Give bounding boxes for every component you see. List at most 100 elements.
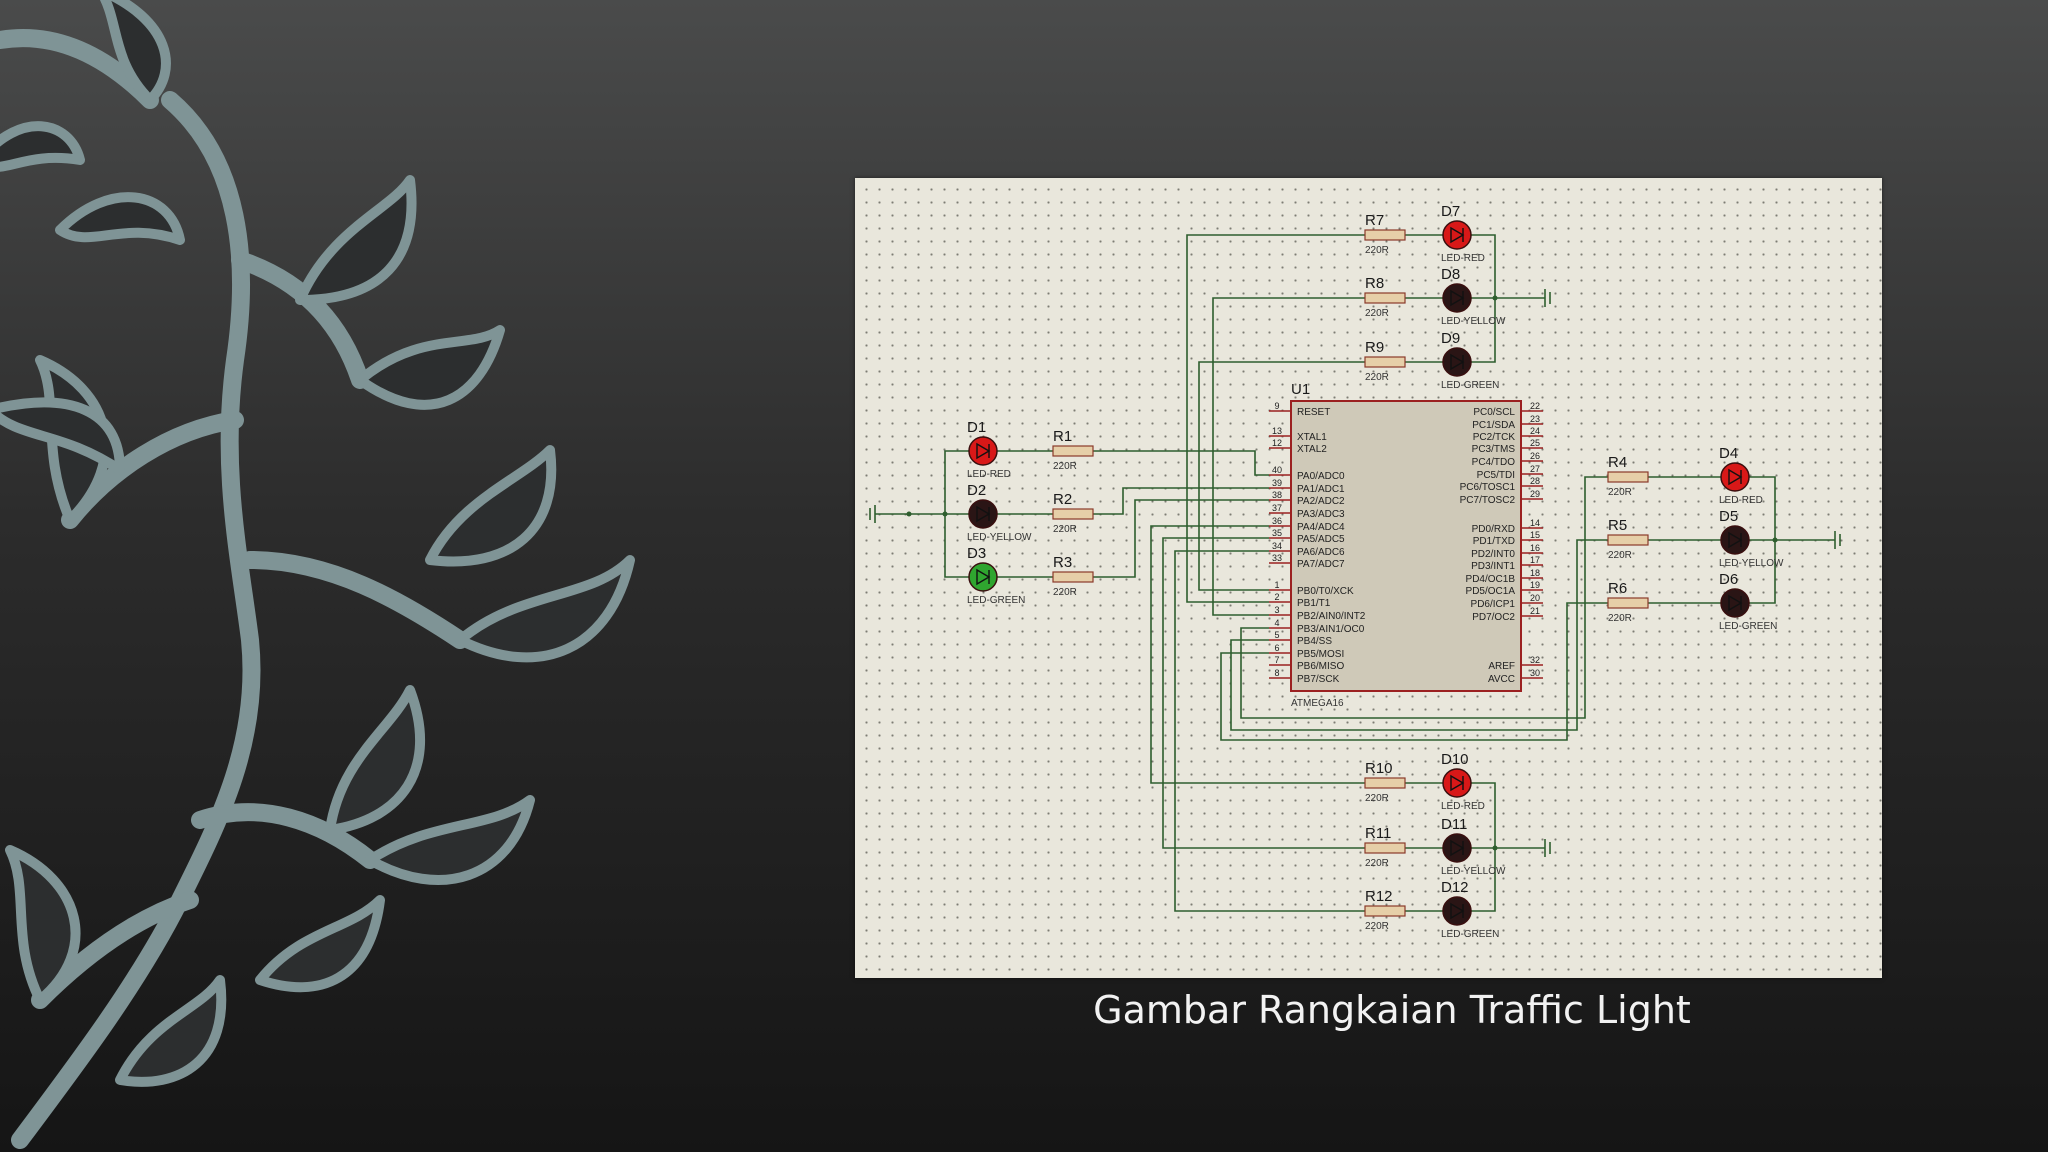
led-type: LED-RED (967, 469, 1011, 480)
led-body (1720, 525, 1750, 555)
ic-pin-label: PA5/ADC5 (1297, 534, 1345, 545)
ic-pin-label: PA4/ADC4 (1297, 522, 1345, 533)
led-type: LED-YELLOW (1441, 316, 1506, 327)
led-body (1442, 283, 1472, 313)
ic-pin-number: 19 (1530, 580, 1540, 590)
resistor-value: 220R (1365, 858, 1389, 869)
led-ref: D11 (1441, 816, 1467, 833)
ic-pin-label: PB0/T0/XCK (1297, 586, 1354, 597)
wire (1150, 525, 1365, 784)
ic-pin-number: 26 (1530, 451, 1540, 461)
ic-pin-number: 9 (1274, 401, 1279, 411)
led-ref: D7 (1441, 203, 1460, 220)
microcontroller-u1: U1 ATMEGA16 9RESET13XTAL112XTAL240PA0/AD… (1269, 381, 1543, 709)
wire (1093, 499, 1269, 578)
led-body (1442, 896, 1472, 926)
ic-pin-label: PB7/SCK (1297, 674, 1340, 685)
ground-symbol (1544, 289, 1551, 307)
led-ref: D10 (1441, 751, 1469, 768)
led-diode-symbol (976, 442, 991, 460)
ic-pin-label: PD4/OC1B (1466, 574, 1516, 585)
resistor-body (1052, 445, 1094, 457)
ic-pin-number: 5 (1274, 630, 1279, 640)
ic-pin-number: 35 (1272, 528, 1282, 538)
resistor-ref: R7 (1365, 212, 1384, 229)
resistor-ref: R10 (1365, 760, 1393, 777)
ic-pin-label: PA2/ADC2 (1297, 496, 1345, 507)
resistor-body (1364, 842, 1406, 854)
resistor-ref: R8 (1365, 275, 1384, 292)
led-body (1442, 347, 1472, 377)
microcontroller-body (1290, 400, 1522, 692)
wire (1240, 476, 1608, 719)
resistor-body (1052, 508, 1094, 520)
ic-pin-label: XTAL1 (1297, 432, 1327, 443)
led-type: LED-YELLOW (1441, 866, 1506, 877)
ic-pin-label: RESET (1297, 407, 1330, 418)
ic-pin-label: PB6/MISO (1297, 661, 1344, 672)
ground-symbol (1544, 839, 1551, 857)
led-body (968, 436, 998, 466)
resistor-ref: R2 (1053, 491, 1072, 508)
ic-pin-number: 6 (1274, 643, 1279, 653)
figure-caption: Gambar Rangkaian Traffic Light (1093, 988, 1691, 1032)
ic-pin-number: 37 (1272, 503, 1282, 513)
resistor-body (1607, 471, 1649, 483)
ic-pin-number: 36 (1272, 516, 1282, 526)
ic-pin-number: 12 (1272, 438, 1282, 448)
resistor-body (1364, 905, 1406, 917)
led-diode-symbol (1450, 289, 1465, 307)
led-diode-symbol (1450, 902, 1465, 920)
resistor-ref: R9 (1365, 339, 1384, 356)
resistor-value: 220R (1608, 550, 1632, 561)
wire-junction (942, 511, 948, 517)
ic-pin-label: PC5/TDI (1477, 470, 1515, 481)
ic-pin-number: 27 (1530, 464, 1540, 474)
ic-pin-number: 15 (1530, 530, 1540, 540)
ic-pin-number: 38 (1272, 490, 1282, 500)
led-body (1442, 768, 1472, 798)
wire (1186, 234, 1365, 603)
led-ref: D9 (1441, 330, 1460, 347)
wire-junction (906, 511, 912, 517)
ic-pin-label: PC1/SDA (1472, 420, 1515, 431)
ground-symbols (869, 289, 1841, 857)
ground-symbol (869, 505, 876, 523)
ground-symbol (1834, 531, 1841, 549)
ic-pin-number: 7 (1274, 655, 1279, 665)
resistor-value: 220R (1053, 587, 1077, 598)
resistor-body (1052, 571, 1094, 583)
led-diode-symbol (1728, 594, 1743, 612)
ic-pin-label: PD2/INT0 (1471, 549, 1515, 560)
ic-pin-label: PD5/OC1A (1466, 586, 1516, 597)
ic-pin-number: 21 (1530, 606, 1540, 616)
ic-pin-label: PB5/MOSI (1297, 649, 1344, 660)
resistor-r8: R8 220R (1364, 275, 1406, 319)
ic-pin-number: 34 (1272, 541, 1282, 551)
wire (1093, 450, 1269, 476)
ic-pin-number: 32 (1530, 655, 1540, 665)
resistor-ref: R3 (1053, 554, 1072, 571)
resistor-value: 220R (1053, 461, 1077, 472)
resistor-ref: R12 (1365, 888, 1393, 905)
ic-pin-number: 18 (1530, 568, 1540, 578)
wire (1093, 487, 1269, 515)
resistor-ref: R4 (1608, 454, 1627, 471)
ic-pin-label: PC3/TMS (1472, 444, 1516, 455)
resistor-value: 220R (1365, 308, 1389, 319)
ic-pin-label: PC0/SCL (1473, 407, 1515, 418)
resistor-body (1364, 777, 1406, 789)
led-type: LED-GREEN (1441, 380, 1499, 391)
led-type: LED-GREEN (967, 595, 1025, 606)
circuit-components: R1220RR2220RR3220RR4220RR5220RR6220RR722… (967, 203, 1784, 940)
ic-pin-number: 13 (1272, 426, 1282, 436)
